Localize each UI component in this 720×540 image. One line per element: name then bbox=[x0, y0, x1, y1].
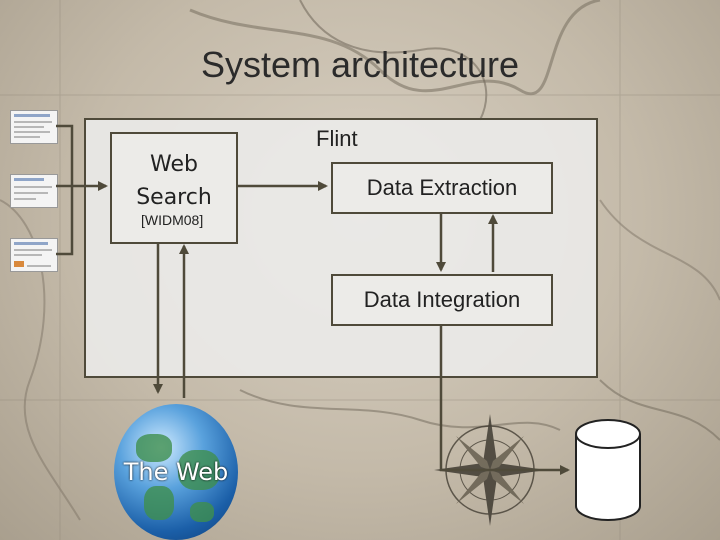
page-title: System architecture bbox=[200, 44, 520, 85]
web-search-label: Web Search bbox=[136, 152, 212, 210]
database-icon bbox=[575, 419, 641, 521]
web-search-reference: [WIDM08] bbox=[141, 212, 204, 228]
data-extraction-component: Data Extraction bbox=[331, 162, 553, 214]
web-search-component: Web Search [WIDM08] bbox=[110, 132, 238, 244]
globe-icon bbox=[114, 404, 238, 540]
webpage-thumbnail bbox=[10, 110, 58, 144]
webpage-thumbnail bbox=[10, 174, 58, 208]
the-web-label: The Web bbox=[123, 458, 229, 486]
compass-rose-icon bbox=[434, 414, 546, 526]
flint-container bbox=[84, 118, 598, 378]
data-integration-component: Data Integration bbox=[331, 274, 553, 326]
flint-label: Flint bbox=[316, 126, 358, 151]
